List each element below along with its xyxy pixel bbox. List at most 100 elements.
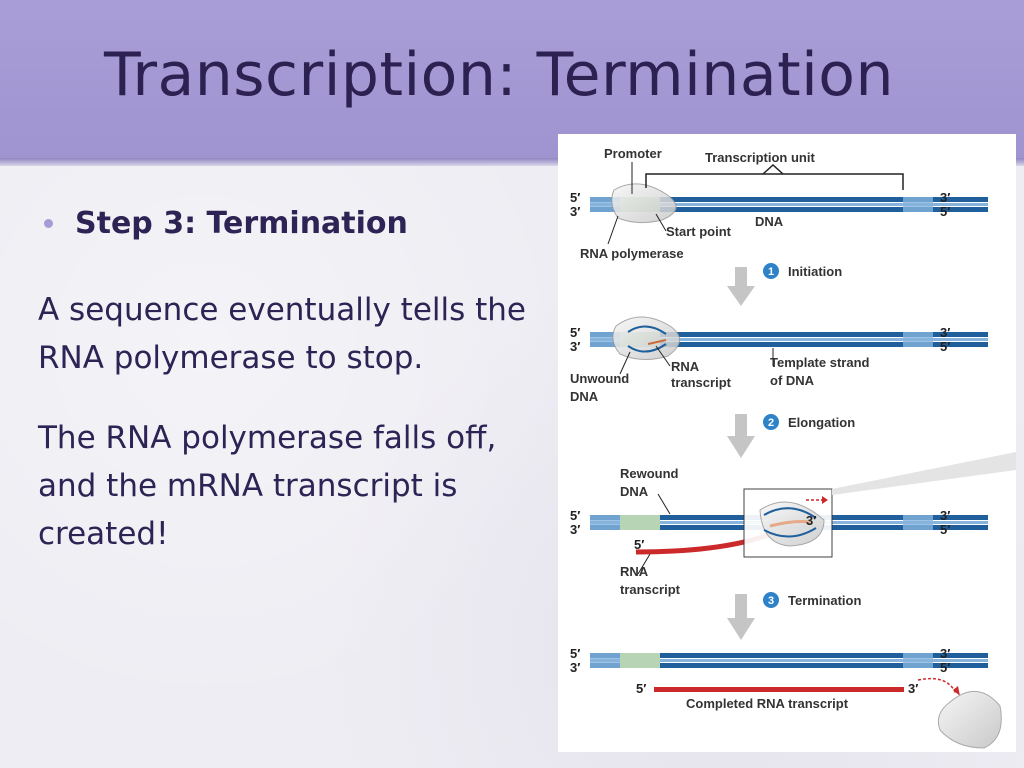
label-rna-2: transcript bbox=[671, 375, 732, 390]
step-1-number: 1 bbox=[768, 266, 774, 278]
end-3-left-3: 3′ bbox=[570, 522, 580, 537]
step-1-label: Initiation bbox=[788, 264, 842, 279]
title-bar-edge bbox=[0, 158, 1024, 166]
end-5-left-4: 5′ bbox=[570, 646, 580, 661]
step-3-number: 3 bbox=[768, 595, 774, 607]
step-1-badge-icon bbox=[763, 263, 779, 279]
dna-strand-bottom-2 bbox=[590, 342, 988, 347]
label-template-2: of DNA bbox=[770, 373, 815, 388]
release-arrow-icon bbox=[953, 686, 960, 696]
step-3-label: Termination bbox=[788, 593, 861, 608]
dna-end-right-3 bbox=[903, 515, 933, 530]
zoom-callout bbox=[832, 452, 1016, 495]
promoter-region-4 bbox=[620, 653, 660, 668]
end-5-right-2: 5′ bbox=[940, 339, 950, 354]
release-path bbox=[917, 677, 957, 695]
label-rna-1: RNA bbox=[671, 359, 700, 374]
dna-end-right-2 bbox=[903, 332, 933, 347]
dna-strand-mid bbox=[590, 203, 988, 206]
panel-dna-initial bbox=[590, 162, 988, 245]
bubble-strand-top bbox=[763, 507, 817, 519]
bullet-item: Step 3: Termination bbox=[44, 206, 408, 241]
dna-strand-top bbox=[590, 197, 988, 202]
bubble-strand-bottom bbox=[763, 527, 817, 538]
step-2-badge-icon bbox=[763, 414, 779, 430]
polymerase-pointer bbox=[607, 215, 619, 245]
rna-pointer bbox=[655, 345, 671, 367]
step-2-label: Elongation bbox=[788, 415, 855, 430]
step-arrow-3 bbox=[727, 594, 755, 640]
transcription-diagram: Promoter Transcription unit Start point … bbox=[570, 146, 1016, 749]
label-rewound-2: DNA bbox=[620, 484, 649, 499]
end-3-rna-inset: 3′ bbox=[806, 513, 816, 528]
end-5-completed: 5′ bbox=[636, 681, 646, 696]
label-template-1: Template strand bbox=[770, 355, 870, 370]
dna-strand-bottom-4 bbox=[590, 663, 988, 668]
end-3-completed: 3′ bbox=[908, 681, 918, 696]
end-5-rna-growing: 5′ bbox=[634, 537, 644, 552]
dna-strand-mid-4 bbox=[590, 659, 988, 662]
transcription-figure: Promoter Transcription unit Start point … bbox=[558, 134, 1016, 752]
end-5-left-3: 5′ bbox=[570, 508, 580, 523]
dna-end-left-3 bbox=[590, 515, 620, 530]
label-completed-rna: Completed RNA transcript bbox=[686, 696, 849, 711]
label-rna-transcript-2: transcript bbox=[620, 582, 681, 597]
unwound-strand-top bbox=[627, 325, 667, 335]
direction-arrow-icon bbox=[822, 496, 828, 504]
dna-end-right-4 bbox=[903, 653, 933, 668]
label-start-point: Start point bbox=[666, 224, 732, 239]
slide-title: Transcription: Termination bbox=[104, 40, 895, 110]
start-point-pointer bbox=[655, 213, 667, 232]
rna-dna-hybrid bbox=[769, 520, 811, 528]
step-arrow-1 bbox=[727, 267, 755, 306]
end-3-right-2: 3′ bbox=[940, 325, 950, 340]
completed-rna bbox=[654, 687, 904, 692]
end-3-right-3: 3′ bbox=[940, 508, 950, 523]
label-transcription-unit: Transcription unit bbox=[705, 150, 815, 165]
end-3-right-4: 3′ bbox=[940, 646, 950, 661]
end-5-right-4: 5′ bbox=[940, 660, 950, 675]
panel-termination bbox=[590, 653, 1002, 749]
label-dna: DNA bbox=[755, 214, 784, 229]
paragraph-1: A sequence eventually tells the RNA poly… bbox=[38, 292, 526, 376]
dna-strand-bottom bbox=[590, 207, 988, 212]
dna-strand-mid-2 bbox=[590, 338, 988, 341]
end-5-right-1: 5′ bbox=[940, 204, 950, 219]
step-3-badge-icon bbox=[763, 592, 779, 608]
label-promoter: Promoter bbox=[604, 146, 662, 161]
rna-polymerase-shape-2 bbox=[612, 316, 680, 360]
panel-elongation bbox=[590, 452, 1016, 575]
rna-transcript-pointer bbox=[637, 553, 651, 575]
label-unwound-2: DNA bbox=[570, 389, 599, 404]
paragraph-2: The RNA polymerase falls off, and the mR… bbox=[38, 420, 497, 552]
promoter-region-3 bbox=[620, 515, 660, 530]
end-3-right-1: 3′ bbox=[940, 190, 950, 205]
rna-polymerase-shape bbox=[611, 183, 677, 224]
dna-strand-top-2 bbox=[590, 332, 988, 337]
transcription-unit-bracket bbox=[645, 173, 904, 190]
label-rna-polymerase: RNA polymerase bbox=[580, 246, 684, 261]
unwound-pointer bbox=[619, 351, 631, 375]
released-polymerase bbox=[937, 690, 1002, 749]
unwound-strand-bottom bbox=[627, 343, 667, 353]
panel-initiation bbox=[590, 316, 988, 375]
step-arrow-2 bbox=[727, 414, 755, 458]
bracket-peak bbox=[762, 163, 784, 175]
rewound-pointer bbox=[657, 493, 671, 515]
end-3-left-1: 3′ bbox=[570, 204, 580, 219]
end-3-left-4: 3′ bbox=[570, 660, 580, 675]
dna-end-left-4 bbox=[590, 653, 620, 668]
end-3-left-2: 3′ bbox=[570, 339, 580, 354]
end-5-right-3: 5′ bbox=[940, 522, 950, 537]
label-unwound-1: Unwound bbox=[570, 371, 629, 386]
dna-end-right bbox=[903, 197, 933, 212]
end-5-left-2: 5′ bbox=[570, 325, 580, 340]
dna-strand-top-4 bbox=[590, 653, 988, 658]
bullet-dot-icon bbox=[44, 219, 53, 228]
end-5-left-1: 5′ bbox=[570, 190, 580, 205]
label-rewound-1: Rewound bbox=[620, 466, 679, 481]
short-rna bbox=[647, 339, 667, 345]
label-rna-transcript-1: RNA bbox=[620, 564, 649, 579]
bullet-text: Step 3: Termination bbox=[75, 206, 408, 241]
step-2-number: 2 bbox=[768, 417, 774, 429]
